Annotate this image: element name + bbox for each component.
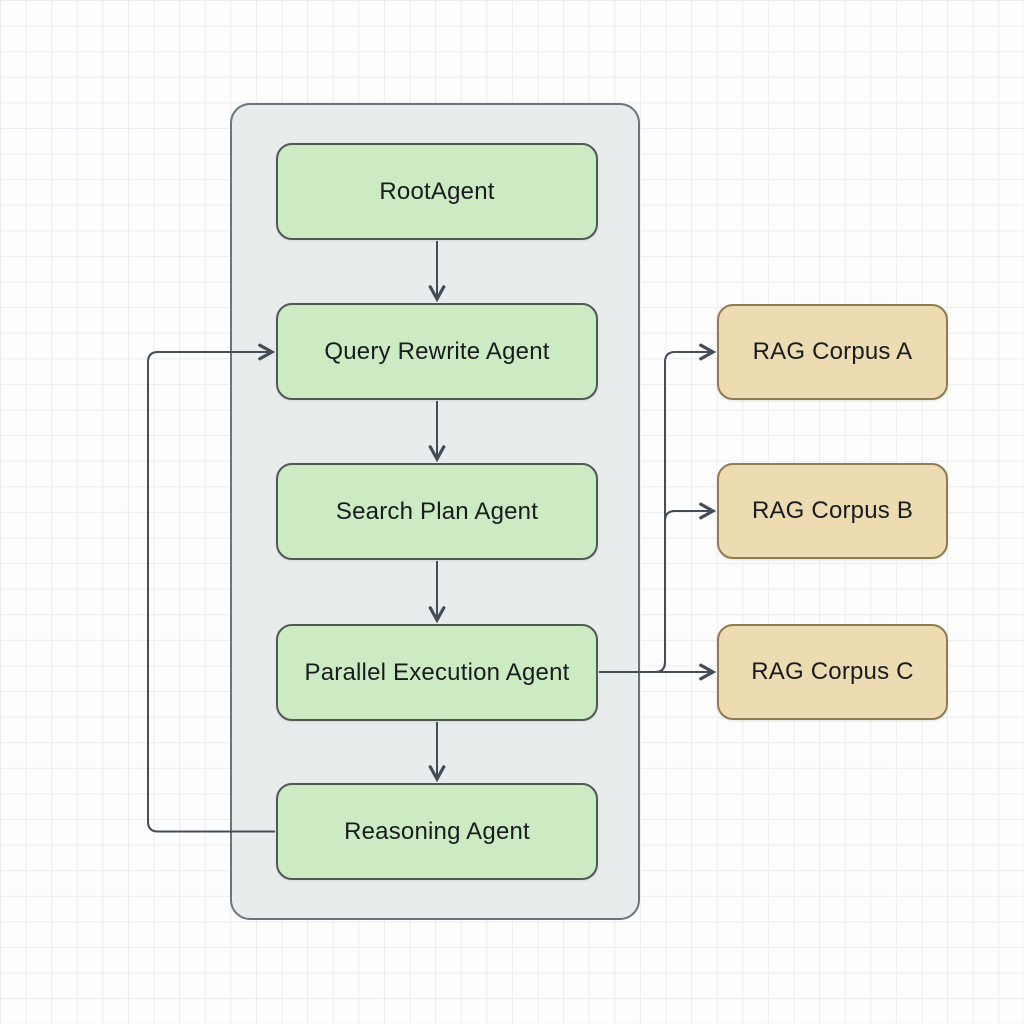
- node-rag-corpus-b-label: RAG Corpus B: [751, 497, 914, 524]
- node-root-agent-label: RootAgent: [379, 177, 495, 205]
- node-search-plan-agent-label: Search Plan Agent: [335, 497, 539, 525]
- node-rag-corpus-a-label: RAG Corpus A: [752, 338, 913, 365]
- node-rag-corpus-c: RAG Corpus C: [717, 624, 948, 720]
- node-rag-corpus-a: RAG Corpus A: [717, 304, 948, 400]
- node-reasoning-agent: Reasoning Agent: [276, 783, 598, 880]
- node-rag-corpus-b: RAG Corpus B: [717, 463, 948, 559]
- node-rag-corpus-c-label: RAG Corpus C: [751, 658, 914, 685]
- node-parallel-execution-agent-label: Parallel Execution Agent: [304, 658, 570, 686]
- node-reasoning-agent-label: Reasoning Agent: [344, 817, 530, 845]
- node-query-rewrite-agent: Query Rewrite Agent: [276, 303, 598, 400]
- node-parallel-execution-agent: Parallel Execution Agent: [276, 624, 598, 721]
- node-search-plan-agent: Search Plan Agent: [276, 463, 598, 560]
- node-query-rewrite-agent-label: Query Rewrite Agent: [324, 337, 550, 365]
- node-root-agent: RootAgent: [276, 143, 598, 240]
